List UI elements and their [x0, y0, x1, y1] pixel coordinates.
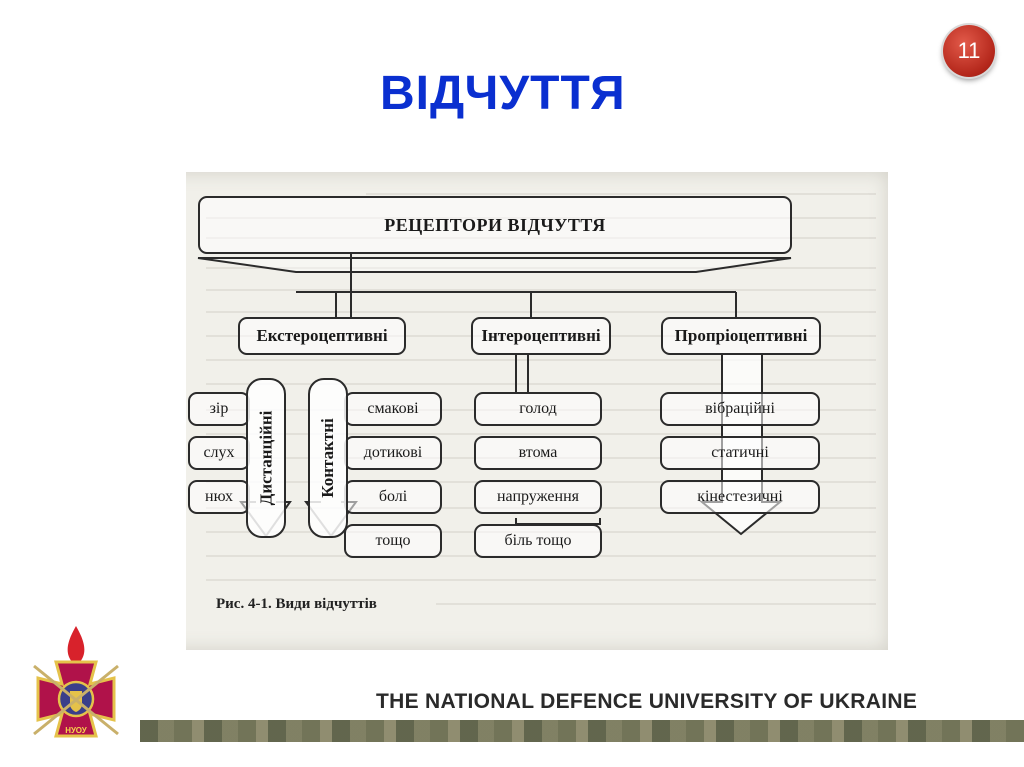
figure-caption: Рис. 4-1. Види відчуттів [216, 596, 377, 612]
root-label: РЕЦЕПТОРИ ВІДЧУТТЯ [384, 214, 606, 235]
category-extero-label: Екстероцептивні [256, 326, 388, 345]
group-contact-label: Контактні [318, 418, 337, 498]
group-distance: Дистанційні [246, 378, 286, 538]
item-proprio-1-label: статичні [711, 444, 769, 461]
item-proprio-2: кінестезичні [660, 480, 820, 514]
item-contact-3: тощо [344, 524, 442, 558]
item-contact-1-label: дотикові [363, 444, 423, 461]
root-box: РЕЦЕПТОРИ ВІДЧУТТЯ [198, 196, 792, 254]
category-intero: Інтероцептивні [471, 317, 611, 355]
category-proprio: Пропріоцептивні [661, 317, 821, 355]
scan-margin [136, 172, 186, 650]
item-distance-2: нюх [188, 480, 250, 514]
item-intero-3-label: біль тощо [504, 532, 572, 549]
slide-number-badge: 11 [943, 25, 995, 77]
item-distance-1-label: слух [203, 444, 235, 461]
group-distance-label: Дистанційні [256, 410, 276, 506]
university-emblem: НУОУ [14, 622, 138, 762]
item-contact-3-label: тощо [375, 532, 411, 549]
item-proprio-0: вібраційні [660, 392, 820, 426]
item-intero-2: напруження [474, 480, 602, 514]
item-intero-0-label: голод [519, 400, 557, 417]
item-intero-3: біль тощо [474, 524, 602, 558]
slide-title: ВІДЧУТТЯ [380, 67, 626, 120]
group-contact: Контактні [308, 378, 348, 538]
item-distance-0-label: зір [209, 400, 229, 417]
item-intero-1: втома [474, 436, 602, 470]
item-intero-1-label: втома [518, 444, 558, 461]
item-contact-0: смакові [344, 392, 442, 426]
item-contact-0-label: смакові [367, 400, 419, 417]
item-contact-2-label: болі [378, 488, 408, 505]
item-distance-2-label: нюх [205, 488, 233, 505]
item-contact-2: болі [344, 480, 442, 514]
emblem-cross-icon [33, 626, 119, 738]
category-intero-label: Інтероцептивні [481, 326, 601, 345]
emblem-label: НУОУ [65, 726, 87, 735]
item-distance-1: слух [188, 436, 250, 470]
item-distance-0: зір [188, 392, 250, 426]
item-proprio-2-label: кінестезичні [697, 488, 783, 505]
university-name: THE NATIONAL DEFENCE UNIVERSITY OF UKRAI… [376, 690, 918, 713]
item-proprio-1: статичні [660, 436, 820, 470]
category-extero: Екстероцептивні [238, 317, 406, 355]
category-proprio-label: Пропріоцептивні [674, 326, 808, 345]
camouflage-strip [140, 720, 1024, 742]
scanned-figure: РЕЦЕПТОРИ ВІДЧУТТЯ Екстероцептивні Інтер… [136, 172, 888, 650]
item-intero-2-label: напруження [496, 488, 580, 505]
item-proprio-0-label: вібраційні [705, 400, 775, 417]
item-intero-0: голод [474, 392, 602, 426]
item-contact-1: дотикові [344, 436, 442, 470]
